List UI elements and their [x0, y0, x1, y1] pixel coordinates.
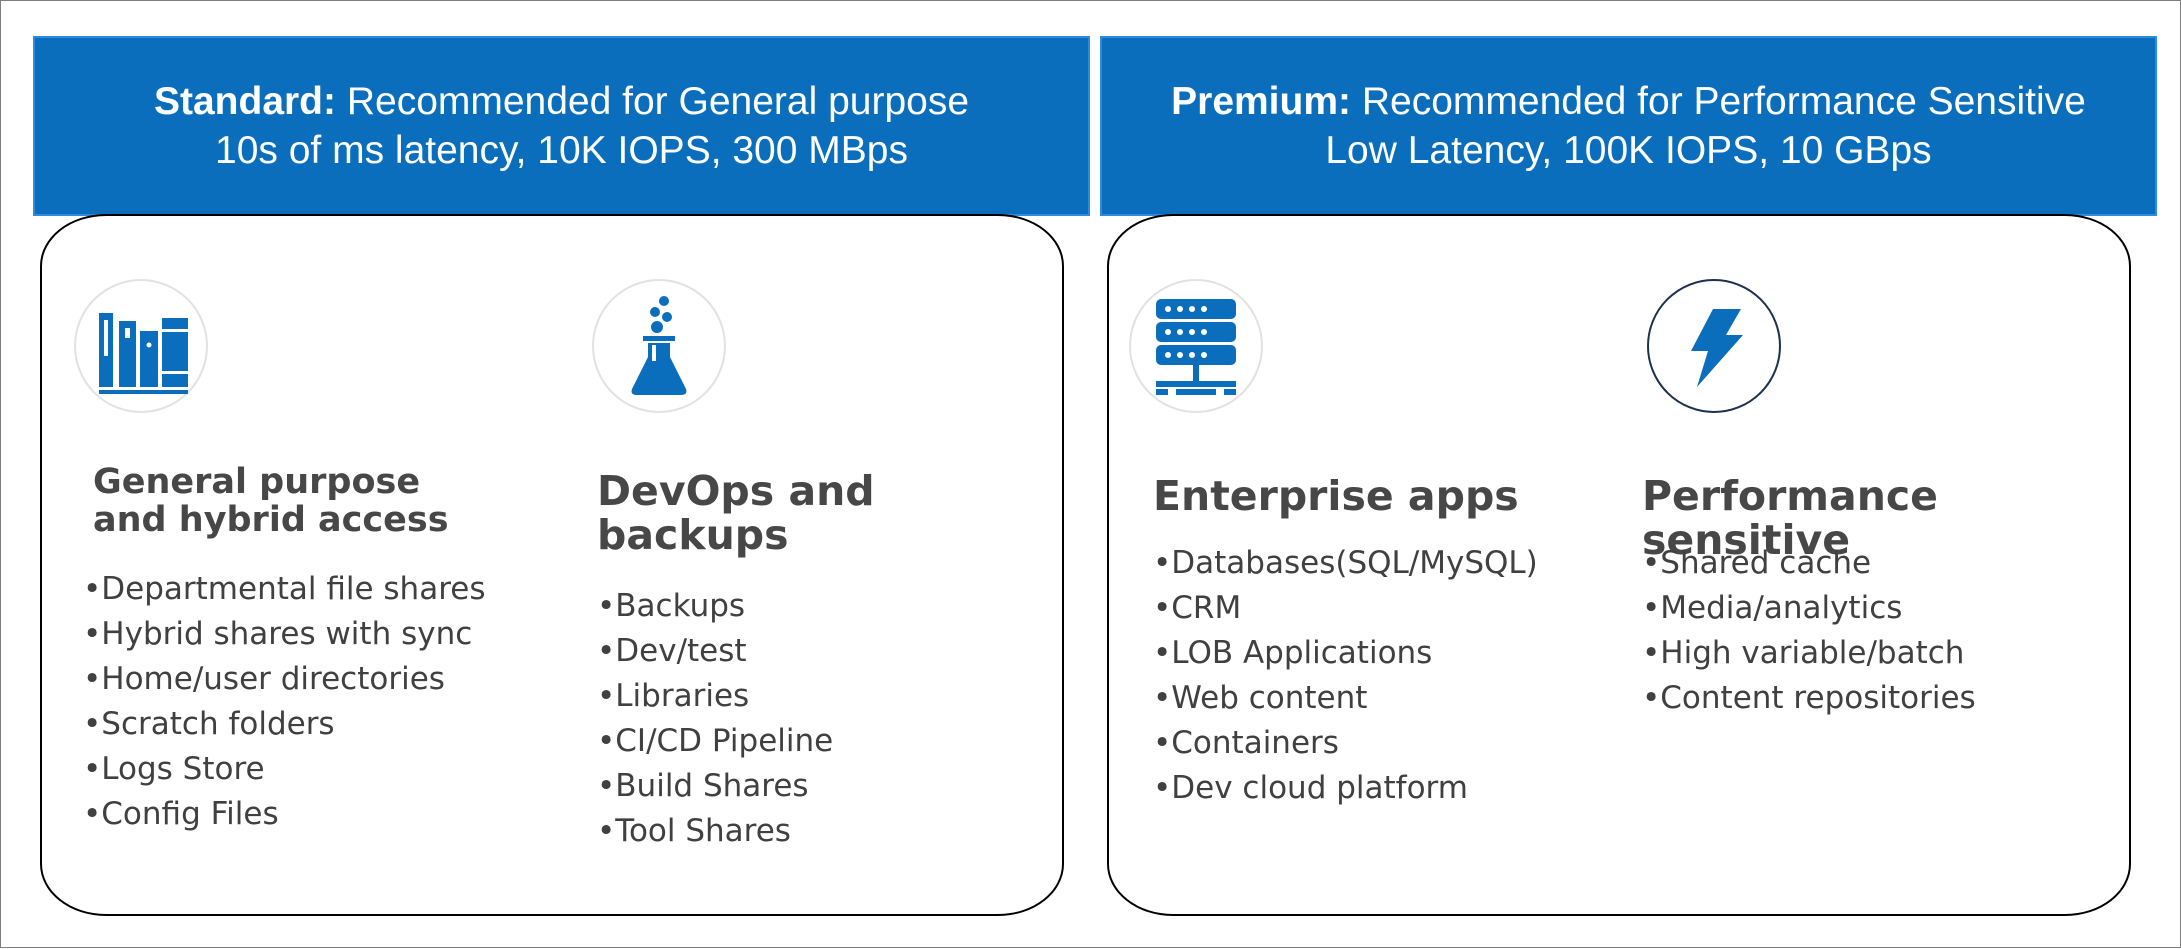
- col-title-devops: DevOps and backups: [597, 467, 875, 560]
- premium-tier: Premium: Recommended for Performance Sen…: [1100, 1, 2157, 949]
- lab-flask-icon: [592, 279, 726, 413]
- list-item: •Web content: [1153, 680, 1368, 716]
- list-item: •Shared cache: [1642, 545, 1872, 581]
- list-item: •CI/CD Pipeline: [597, 723, 834, 759]
- standard-panel: General purpose and hybrid access •Depar…: [40, 214, 1064, 916]
- performance-sensitive-list: •Shared cache •Media/analytics •High var…: [1642, 541, 1976, 721]
- list-item: •Dev cloud platform: [1153, 770, 1468, 806]
- premium-panel: Enterprise apps •Databases(SQL/MySQL) •C…: [1107, 214, 2131, 916]
- list-item: •Containers: [1153, 725, 1339, 761]
- list-item: •Tool Shares: [597, 813, 791, 849]
- list-item: •Build Shares: [597, 768, 809, 804]
- library-books-icon: [74, 279, 208, 413]
- list-item: •Dev/test: [597, 633, 747, 669]
- col-title-enterprise-apps: Enterprise apps: [1153, 472, 1519, 520]
- server-rack-icon: [1129, 279, 1263, 413]
- list-item: •Scratch folders: [83, 706, 335, 742]
- list-item: •Home/user directories: [83, 661, 445, 697]
- standard-tier: Standard: Recommended for General purpos…: [33, 1, 1090, 949]
- col-title-performance-sensitive: Performance sensitive: [1642, 472, 1938, 565]
- list-item: •Backups: [597, 588, 746, 624]
- premium-banner: Premium: Recommended for Performance Sen…: [1100, 36, 2157, 216]
- list-item: •Logs Store: [83, 751, 265, 787]
- standard-description: Recommended for General purpose: [346, 80, 970, 123]
- premium-specs: Low Latency, 100K IOPS, 10 GBps: [1325, 129, 1932, 172]
- list-item: •Media/analytics: [1642, 590, 1903, 626]
- list-item: •CRM: [1153, 590, 1242, 626]
- general-purpose-list: •Departmental file shares •Hybrid shares…: [83, 567, 486, 837]
- enterprise-apps-list: •Databases(SQL/MySQL) •CRM •LOB Applicat…: [1153, 541, 1538, 811]
- list-item: •Libraries: [597, 678, 750, 714]
- devops-list: •Backups •Dev/test •Libraries •CI/CD Pip…: [597, 584, 833, 854]
- standard-banner-line1: Standard: Recommended for General purpos…: [35, 77, 1088, 126]
- list-item: •Hybrid shares with sync: [83, 616, 473, 652]
- standard-banner: Standard: Recommended for General purpos…: [33, 36, 1090, 216]
- premium-label: Premium:: [1171, 80, 1352, 123]
- list-item: •Databases(SQL/MySQL): [1153, 545, 1538, 581]
- list-item: •Config Files: [83, 796, 279, 832]
- premium-banner-line1: Premium: Recommended for Performance Sen…: [1102, 77, 2155, 126]
- list-item: •High variable/batch: [1642, 635, 1965, 671]
- col-title-general-purpose: General purpose and hybrid access: [93, 462, 449, 540]
- standard-label: Standard:: [153, 80, 336, 123]
- standard-specs: 10s of ms latency, 10K IOPS, 300 MBps: [215, 129, 908, 172]
- list-item: •Departmental file shares: [83, 571, 486, 607]
- list-item: •Content repositories: [1642, 680, 1976, 716]
- lightning-bolt-icon: [1647, 279, 1781, 413]
- premium-description: Recommended for Performance Sensitive: [1361, 80, 2086, 123]
- list-item: •LOB Applications: [1153, 635, 1433, 671]
